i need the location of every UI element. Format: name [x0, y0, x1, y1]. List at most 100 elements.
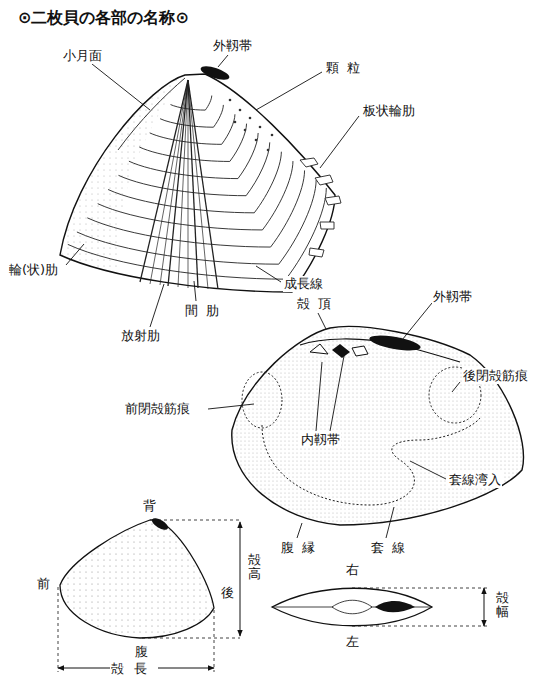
- direction-label: 右: [345, 562, 360, 578]
- exterior-view: [60, 64, 341, 292]
- illustration-part: [119, 142, 270, 195]
- illustration-part: [484, 588, 485, 626]
- illustration-part: [150, 284, 164, 327]
- illustration-part: [315, 175, 333, 185]
- illustration-part: [310, 344, 328, 354]
- illustration-part: [271, 134, 274, 137]
- illustration-part: [244, 129, 247, 132]
- illustration-part: [318, 313, 326, 329]
- part-name: 輪(状)肋: [8, 262, 59, 278]
- illustration-part: [229, 99, 232, 102]
- illustration-part: [262, 418, 480, 505]
- illustration-part: [330, 356, 344, 431]
- illustration-part: [58, 587, 59, 672]
- dimension-label: 殻高: [248, 552, 261, 583]
- illustration-part: [375, 601, 415, 612]
- part-name: 成長線: [283, 276, 324, 292]
- part-name: 殻頂: [296, 296, 340, 312]
- illustration-part: [60, 520, 214, 638]
- illustration-part: [352, 626, 488, 627]
- illustration-part: [309, 248, 324, 257]
- dimension-label: 殻長: [110, 661, 158, 677]
- interior-view: [232, 327, 524, 525]
- illustration-part: [332, 600, 372, 614]
- illustration-part: [300, 158, 318, 167]
- illustration-part: [188, 80, 208, 289]
- illustration-part: [214, 610, 215, 672]
- illustration-part: [240, 522, 241, 636]
- illustration-part: [452, 382, 460, 392]
- part-name: 套線: [370, 540, 414, 556]
- illustration-part: [232, 327, 524, 525]
- illustration-part: [320, 116, 359, 168]
- illustration-part: [316, 362, 322, 431]
- part-name: 外靱帯: [212, 38, 253, 54]
- direction-label: 背: [142, 498, 157, 514]
- illustration-part: [402, 303, 432, 340]
- illustration-part: [272, 588, 432, 626]
- part-name: 外靱帯: [432, 289, 473, 305]
- illustration-part: [142, 638, 240, 639]
- illustration-part: [58, 520, 240, 672]
- part-name: 套線湾入: [448, 472, 502, 488]
- part-name: 小月面: [62, 48, 103, 64]
- illustration-part: [229, 99, 274, 152]
- illustration-part: [352, 588, 488, 589]
- illustration-part: [256, 266, 281, 282]
- illustration-part: [259, 126, 262, 129]
- illustration-part: [218, 55, 228, 67]
- part-name: 後閉殻筋痕: [462, 368, 529, 384]
- leader-lines: [66, 55, 460, 538]
- illustration-part: [178, 80, 188, 287]
- direction-label: 前: [36, 576, 51, 592]
- illustration-part: [150, 516, 170, 532]
- illustration-part: [368, 333, 421, 354]
- illustration-part: [267, 149, 270, 152]
- illustration-part: [255, 139, 258, 142]
- illustration-part: [168, 80, 188, 286]
- illustration-part: [150, 80, 188, 284]
- illustration-part: [118, 78, 185, 150]
- illustration-part: [208, 404, 254, 409]
- illustration-part: [140, 80, 218, 289]
- part-name: 腹縁: [280, 540, 324, 556]
- side-view: [58, 516, 240, 672]
- illustration-part: [352, 346, 368, 356]
- illustration-part: [234, 121, 237, 124]
- direction-label: 腹: [134, 644, 149, 660]
- illustration-part: [325, 196, 341, 205]
- part-name: 放射肋: [120, 328, 161, 344]
- illustration-part: [160, 80, 188, 285]
- illustration-part: [410, 461, 446, 479]
- illustration-part: [152, 520, 240, 521]
- direction-label: 後: [220, 585, 235, 601]
- dimension-label: 殻幅: [496, 590, 509, 621]
- part-name: 顆粒: [325, 60, 369, 76]
- illustration-part: [66, 244, 84, 265]
- illustration-part: [239, 109, 242, 112]
- illustration-part: [249, 117, 252, 120]
- part-name: 内靱帯: [300, 432, 341, 448]
- part-name: 間肋: [184, 303, 228, 319]
- title: ⊙二枚貝の各部の名称⊙: [18, 8, 189, 29]
- illustration-part: [92, 64, 150, 110]
- illustration-part: [188, 80, 189, 288]
- illustration-part: [300, 158, 341, 257]
- illustration-part: [232, 327, 524, 525]
- direction-label: 左: [345, 634, 360, 650]
- illustration-part: [108, 152, 281, 213]
- top-view: [272, 588, 488, 626]
- illustration-part: [199, 64, 231, 83]
- illustration-part: [332, 344, 350, 358]
- illustration-part: [297, 523, 302, 538]
- illustration-part: [150, 114, 235, 144]
- illustration-part: [256, 72, 322, 110]
- illustration-part: [242, 372, 282, 428]
- illustration-part: [352, 588, 488, 626]
- illustration-part: [194, 281, 196, 301]
- part-name: 板状輪肋: [362, 103, 416, 119]
- illustration-part: [60, 74, 335, 292]
- illustration-part: [320, 222, 334, 229]
